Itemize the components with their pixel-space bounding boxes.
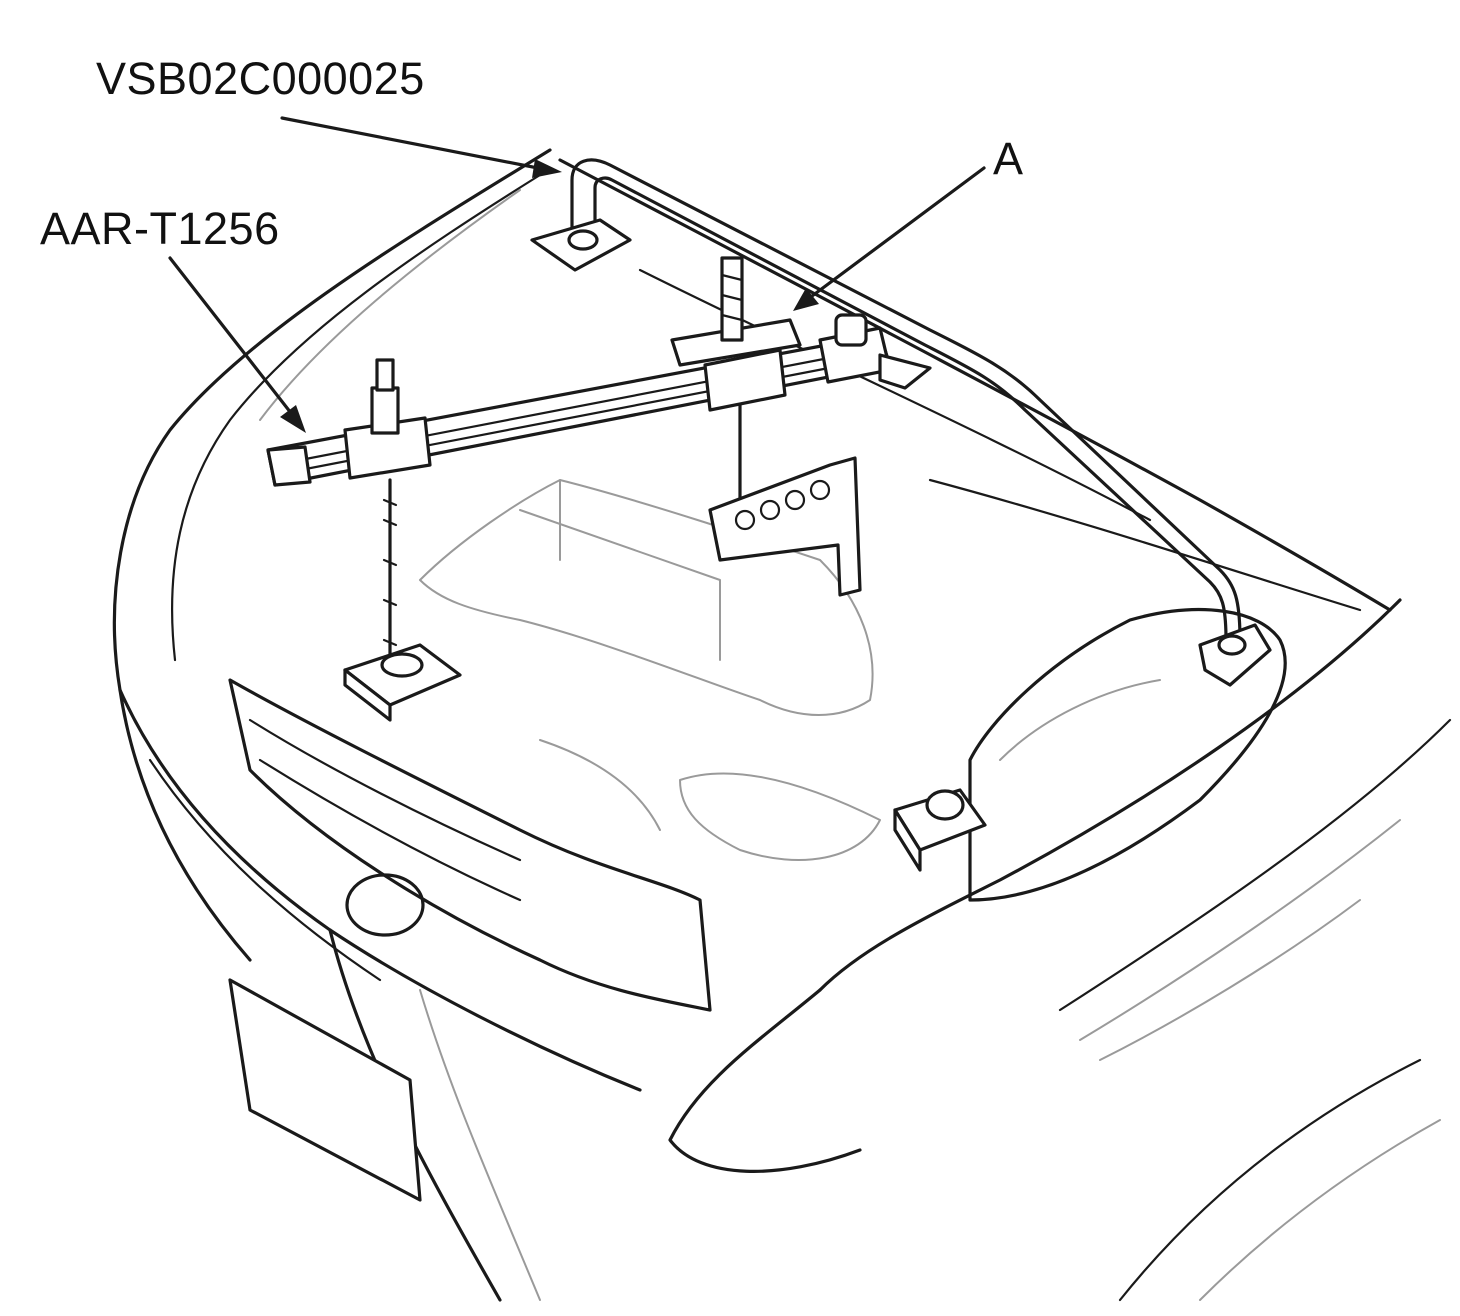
engine-block <box>419 479 881 861</box>
vsb-arrowhead <box>532 159 562 178</box>
right-end-clamp <box>818 313 932 390</box>
left-clamp-rod <box>343 358 462 722</box>
hanger-bar <box>530 158 1272 687</box>
vsb-leader <box>280 116 550 172</box>
center-clamp-hook <box>670 256 862 597</box>
car-body <box>112 148 1452 1302</box>
callout-a: A <box>993 133 1024 184</box>
callout-vsb02c000025: VSB02C000025 <box>96 53 425 104</box>
a-leader <box>802 166 986 304</box>
leader-lines <box>168 116 986 433</box>
aar-arrowhead <box>280 405 306 433</box>
aar-leader <box>168 256 300 424</box>
callout-aar-t1256: AAR-T1256 <box>40 203 280 254</box>
a-arrowhead <box>793 288 819 311</box>
lower-right-mount <box>893 788 987 872</box>
